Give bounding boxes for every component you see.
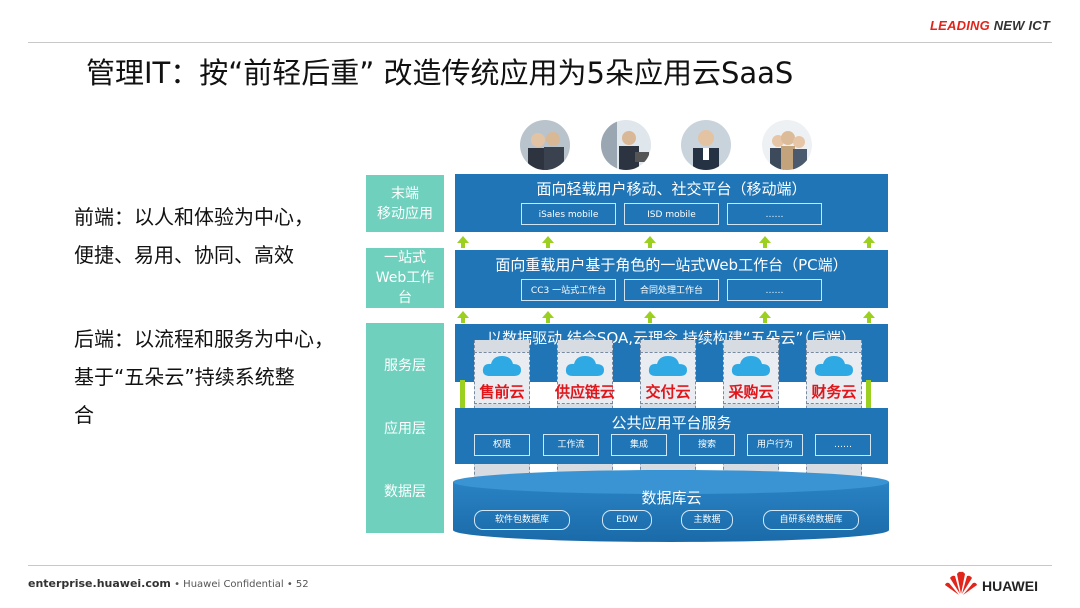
cloud-label-supply-chain: 供应链云 xyxy=(554,383,615,401)
cloud-icon xyxy=(482,356,521,376)
slide-title: 管理IT：按“前轻后重” 改造传统应用为5朵应用云SaaS xyxy=(86,56,794,90)
header-divider xyxy=(28,42,1052,43)
person-photo-icon xyxy=(520,120,570,170)
mobile-box-isales: iSales mobile xyxy=(521,203,616,225)
back-end-line-1: 后端：以流程和服务为中心， xyxy=(74,327,334,351)
up-arrow-icon xyxy=(542,311,554,323)
cloud-label-presales: 售前云 xyxy=(479,383,525,401)
brand-slogan: LEADING NEW ICT xyxy=(930,18,1050,33)
cloud-label-procurement: 采购云 xyxy=(728,383,774,401)
front-end-line-1: 前端：以人和体验为中心， xyxy=(74,205,314,229)
green-post xyxy=(866,380,871,410)
green-post xyxy=(460,380,465,410)
side-label-data: 数据层 xyxy=(384,484,426,500)
web-box-contract: 合同处理工作台 xyxy=(624,279,719,301)
mobile-layer-title: 面向轻载用户移动、社交平台（移动端） xyxy=(536,180,807,198)
side-label-web: 一站式 Web工作 台 xyxy=(366,248,444,308)
front-end-text: 前端：以人和体验为中心， 便捷、易用、协同、高效 xyxy=(74,198,374,274)
up-arrow-icon xyxy=(457,311,469,323)
footer-confidential: Huawei Confidential xyxy=(183,579,284,590)
cloud-icon xyxy=(814,356,853,376)
up-arrow-icon xyxy=(457,236,469,248)
database-box-master-data: 主数据 xyxy=(681,510,733,530)
up-arrow-icon xyxy=(863,311,875,323)
up-arrow-icon xyxy=(542,236,554,248)
web-box-cc3: CC3 一站式工作台 xyxy=(521,279,616,301)
footer-divider xyxy=(28,565,1052,566)
front-end-line-2: 便捷、易用、协同、高效 xyxy=(74,243,294,267)
cloud-icon xyxy=(731,356,770,376)
database-box-self-developed: 自研系统数据库 xyxy=(763,510,859,530)
side-label-web-line-1: 一站式 xyxy=(384,250,426,266)
platform-layer-title: 公共应用平台服务 xyxy=(611,414,732,432)
platform-box-more: …… xyxy=(815,434,871,456)
footer-page-number: 52 xyxy=(295,579,309,590)
up-arrow-icon xyxy=(863,236,875,248)
footer-bullet: • xyxy=(174,579,180,590)
cloud-icon xyxy=(648,356,687,376)
footer-site: enterprise.huawei.com xyxy=(28,577,171,590)
platform-box-permission: 权限 xyxy=(474,434,530,456)
web-layer-bar: 面向重载用户基于角色的一站式Web工作台（PC端） CC3 一站式工作台 合同处… xyxy=(455,250,888,308)
web-layer-title: 面向重载用户基于角色的一站式Web工作台（PC端） xyxy=(495,256,848,274)
cloud-label-finance: 财务云 xyxy=(811,383,857,401)
person-photo-icon xyxy=(681,120,731,170)
brand-slogan-red: LEADING xyxy=(930,18,990,33)
side-label-mobile-line-1: 末端 xyxy=(391,185,419,202)
platform-box-workflow: 工作流 xyxy=(543,434,599,456)
side-label-web-line-3: 台 xyxy=(398,290,412,306)
platform-box-search: 搜索 xyxy=(679,434,735,456)
brand-slogan-dark: NEW ICT xyxy=(989,18,1050,33)
side-label-web-line-2: Web工作 xyxy=(375,270,435,286)
up-arrow-icon xyxy=(644,236,656,248)
up-arrow-icon xyxy=(759,236,771,248)
person-photo-icon xyxy=(762,120,812,170)
up-arrow-icon xyxy=(759,311,771,323)
side-label-mobile: 末端 移动应用 xyxy=(366,175,444,232)
mobile-box-isd: ISD mobile xyxy=(624,203,719,225)
person-photo-icon xyxy=(601,120,651,170)
huawei-logo-icon xyxy=(945,571,977,595)
web-box-more: …… xyxy=(727,279,822,301)
back-end-line-3: 合 xyxy=(74,403,94,427)
up-arrow-icon xyxy=(644,311,656,323)
mobile-box-more: …… xyxy=(727,203,822,225)
platform-box-user-behavior: 用户行为 xyxy=(747,434,803,456)
mobile-layer-bar: 面向轻载用户移动、社交平台（移动端） iSales mobile ISD mob… xyxy=(455,174,888,232)
huawei-logo-text: HUAWEI xyxy=(982,578,1038,594)
side-label-mobile-line-2: 移动应用 xyxy=(377,205,433,222)
side-label-service: 服务层 xyxy=(384,358,426,374)
database-box-edw: EDW xyxy=(602,510,652,530)
side-label-backend: 服务层 应用层 数据层 xyxy=(366,323,444,533)
database-title: 数据库云 xyxy=(641,489,702,507)
cloud-icon xyxy=(565,356,604,376)
database-box-package: 软件包数据库 xyxy=(474,510,570,530)
footer-info: enterprise.huawei.com • Huawei Confident… xyxy=(28,577,309,590)
platform-box-integration: 集成 xyxy=(611,434,667,456)
back-end-line-2: 基于“五朵云”持续系统整 xyxy=(74,365,295,389)
footer-bullet: • xyxy=(286,579,293,590)
side-label-app: 应用层 xyxy=(384,421,426,437)
cloud-label-delivery: 交付云 xyxy=(645,383,691,401)
back-end-text: 后端：以流程和服务为中心， 基于“五朵云”持续系统整 合 xyxy=(74,320,374,434)
